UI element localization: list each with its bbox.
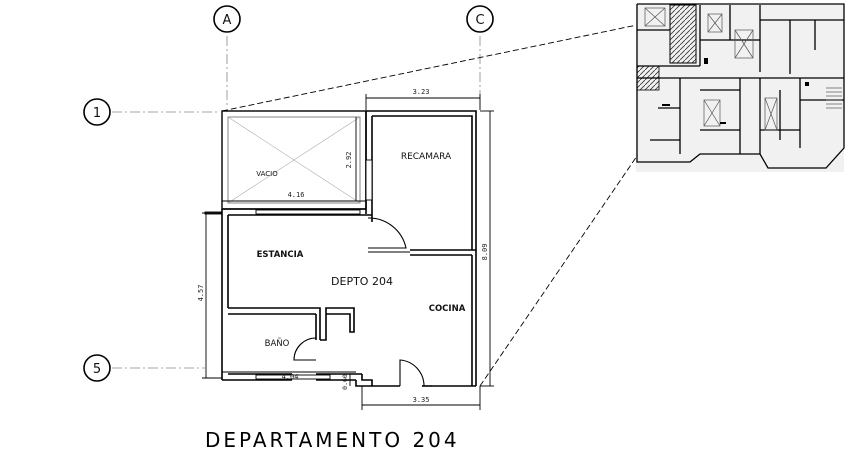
grid-lines xyxy=(112,36,481,369)
grid-bubble-1: 1 xyxy=(83,98,111,126)
dimension-lines xyxy=(202,94,494,410)
key-plan-thumbnail xyxy=(636,3,845,172)
dim-vacio-height: 2.92 xyxy=(345,152,353,169)
doors xyxy=(293,217,425,387)
vacio-label: VACIO xyxy=(256,170,278,178)
dim-right-height: 8.09 xyxy=(481,244,489,261)
grid-label-1: 1 xyxy=(93,106,101,121)
recamara-label: RECAMARA xyxy=(401,152,452,162)
page-title: DEPARTAMENTO 204 xyxy=(205,428,460,452)
grid-bubble-5: 5 xyxy=(83,354,111,382)
dim-bottom-left: 4.04 xyxy=(282,373,299,381)
dim-bottom-right: 3.35 xyxy=(413,396,430,404)
depto-label: DEPTO 204 xyxy=(331,275,393,288)
grid-label-5: 5 xyxy=(93,362,101,377)
grid-label-c: C xyxy=(475,13,484,28)
dim-left-height: 4.57 xyxy=(197,285,205,302)
grid-bubble-c: C xyxy=(466,5,494,33)
grid-bubble-a: A xyxy=(213,5,241,33)
dim-top-width: 3.23 xyxy=(413,88,430,96)
callout-lines xyxy=(221,24,638,387)
cocina-label: COCINA xyxy=(429,304,466,314)
bano-label: BAÑO xyxy=(265,338,290,349)
estancia-label: ESTANCIA xyxy=(257,250,304,260)
dim-bottom-step: 0.60 xyxy=(341,374,349,390)
grid-label-a: A xyxy=(223,13,232,28)
dim-vacio-width: 4.16 xyxy=(288,191,305,199)
